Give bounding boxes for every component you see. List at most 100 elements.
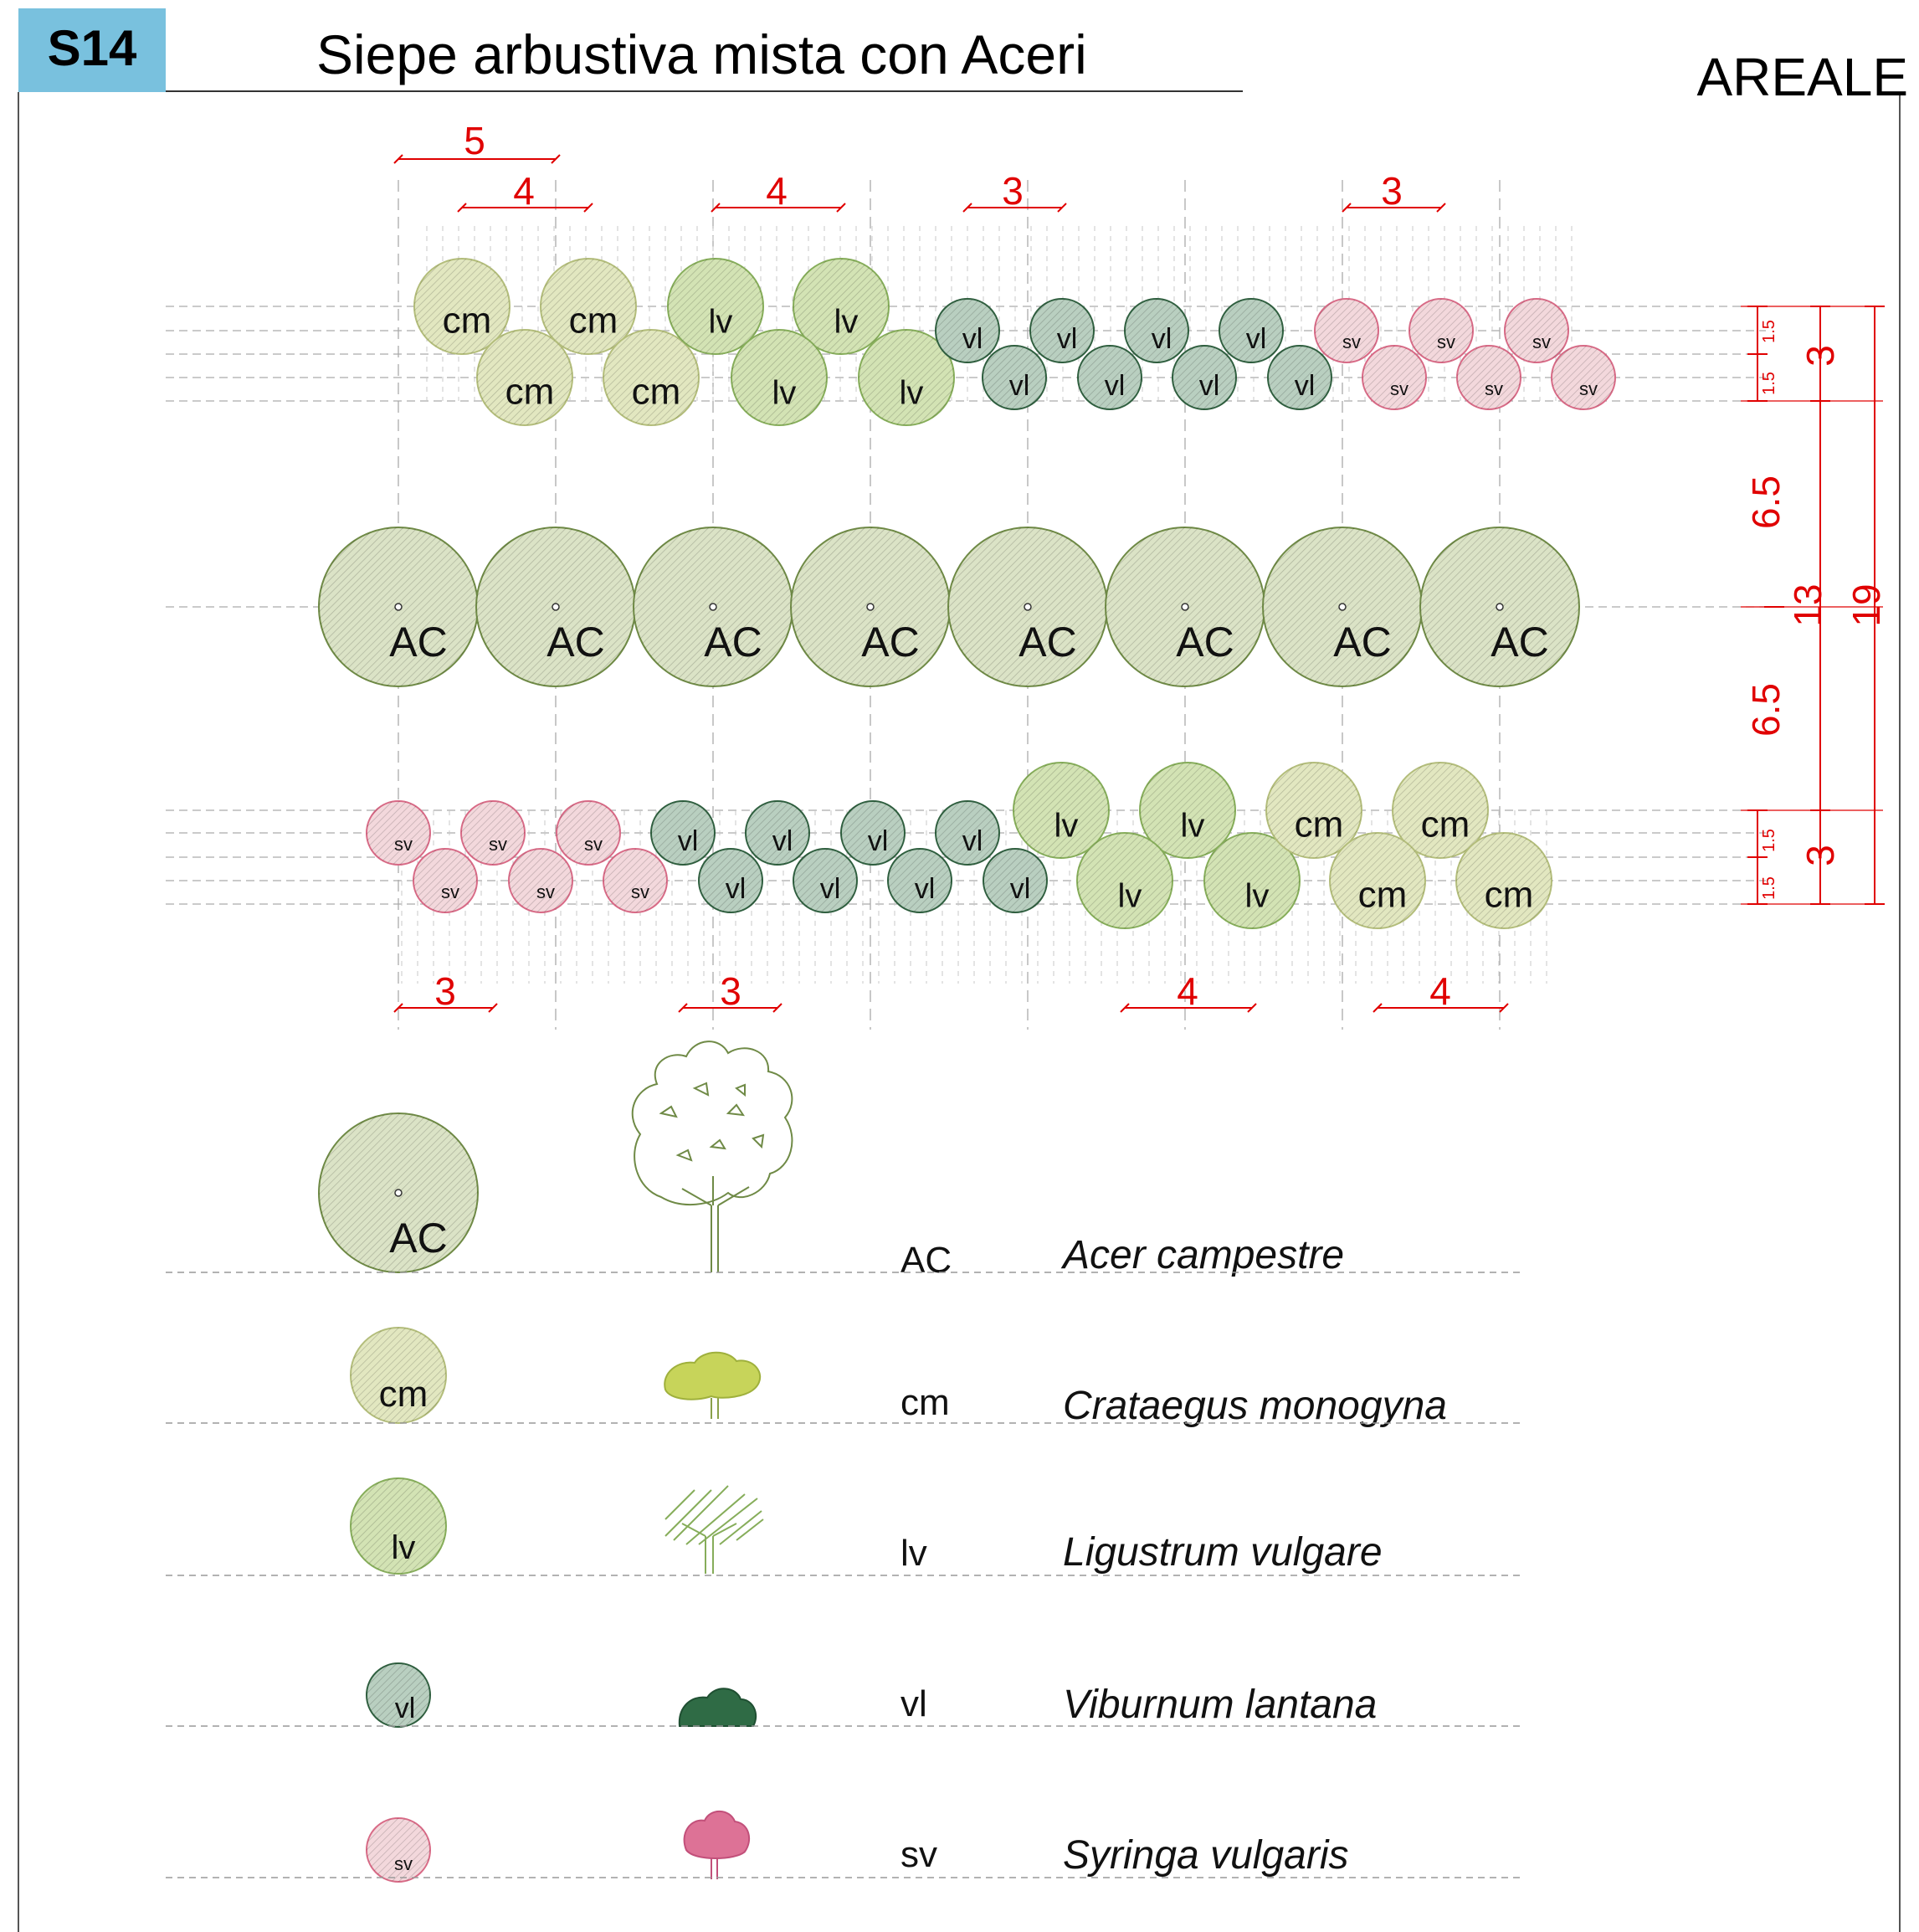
plant-label: lv [1054, 807, 1079, 844]
dimension-tick [1499, 1003, 1509, 1013]
plant-crown-hatch [1315, 299, 1378, 362]
tree-elevation-icon [631, 1041, 793, 1272]
plant-crown-hatch [603, 330, 699, 425]
dimension-tick [1247, 1003, 1257, 1013]
plant-label: vl [1295, 370, 1316, 402]
plant-label: AC [861, 619, 919, 665]
plant-label: cm [1421, 804, 1470, 845]
plant-crown-hatch [888, 849, 952, 912]
plant-vl: vl [1077, 345, 1142, 410]
legend-symbol-label-cm: cm [379, 1374, 428, 1415]
plant-label: sv [1579, 378, 1598, 399]
dimension-tick [393, 1003, 403, 1013]
plant-crown-hatch [1505, 299, 1568, 362]
plant-crown-hatch [731, 330, 827, 425]
plant-label: sv [536, 881, 555, 902]
plant-label: vl [1246, 323, 1267, 355]
plant-label: lv [772, 374, 797, 411]
plant-label: lv [900, 374, 924, 411]
horizontal-dimensions: 5 4 4 3 3 3 3 4 4 [434, 119, 1451, 1013]
trunk-center-mark [394, 603, 403, 611]
dim-bottom-row-width: 3 [1798, 845, 1842, 866]
plant-crown-hatch [936, 299, 999, 362]
plant-label: sv [1485, 378, 1503, 399]
legend-symbol-label-sv: sv [394, 1853, 413, 1874]
legend-row-lv: lv lv Ligustrum vulgare [166, 1477, 1523, 1576]
plant-sv: sv [460, 800, 526, 866]
plant-cm: cm [540, 258, 637, 355]
plant-vl: vl [745, 800, 810, 866]
plant-crown-hatch [1266, 763, 1362, 858]
plant-label: AC [1333, 619, 1391, 665]
plant-crown-hatch [1078, 346, 1142, 409]
legend-symbol-label-ac: AC [389, 1215, 447, 1261]
dimension-tick [1373, 1003, 1383, 1013]
plant-crown-hatch [859, 330, 954, 425]
dim-top-sv-spacing: 3 [1381, 169, 1403, 213]
plant-vl: vl [935, 298, 1000, 363]
dimension-tick [1057, 203, 1067, 213]
plant-label: vl [772, 825, 793, 857]
plant-label: vl [868, 825, 889, 857]
dimension-tick [711, 203, 721, 213]
dimension-tick [1342, 203, 1352, 213]
plant-label: cm [1485, 874, 1534, 915]
legend-symbol-hatch [351, 1478, 446, 1574]
plant-label: vl [820, 873, 841, 905]
plant-crown-hatch [983, 849, 1047, 912]
legend-symbol-label-vl: vl [395, 1693, 416, 1724]
dim-top-cm-spacing: 4 [513, 169, 535, 213]
plant-label: cm [1358, 874, 1408, 915]
plant-sv: sv [366, 800, 431, 866]
plant-sv: sv [413, 848, 478, 913]
legend-code-cm: cm [900, 1382, 950, 1423]
plant-label: sv [1532, 331, 1551, 352]
plant-crown-hatch [541, 259, 636, 354]
plant-label: cm [569, 300, 618, 341]
plant-label: sv [1342, 331, 1361, 352]
plant-label: sv [584, 834, 603, 855]
plant-crown-hatch [1013, 763, 1109, 858]
plant-label: sv [394, 834, 413, 855]
trunk-center-mark [1181, 603, 1189, 611]
plant-vl: vl [983, 848, 1048, 913]
plant-vl: vl [840, 800, 906, 866]
plant-sv: sv [1551, 345, 1616, 410]
dim-gap-bottom: 6.5 [1744, 683, 1788, 737]
dim-bottom-cm-spacing: 4 [1429, 969, 1451, 1013]
plant-vl: vl [887, 848, 952, 913]
plant-vl: vl [1124, 298, 1189, 363]
plant-AC: AC [790, 527, 951, 687]
plant-AC: AC [318, 527, 479, 687]
plant-crown-hatch [1140, 763, 1235, 858]
plant-sv: sv [1408, 298, 1474, 363]
plant-cm: cm [603, 329, 700, 426]
plant-AC: AC [947, 527, 1108, 687]
plant-cm: cm [476, 329, 573, 426]
plant-label: vl [1152, 323, 1172, 355]
legend-name-cm: Crataegus monogyna [1063, 1384, 1447, 1428]
plant-label: cm [505, 371, 555, 412]
plant-lv: lv [858, 329, 955, 426]
dim-top-vl-spacing: 3 [1002, 169, 1024, 213]
page-title: Siepe arbustiva mista con Aceri [316, 23, 1087, 85]
plant-crown-hatch [413, 849, 477, 912]
header: S14 Siepe arbustiva mista con Aceri AREA… [18, 8, 1908, 107]
plant-cm: cm [1329, 832, 1426, 929]
plant-crown-hatch [651, 801, 715, 865]
trunk-center-mark [1338, 603, 1347, 611]
dim-bottom-offset-2: 1.5 [1760, 876, 1778, 900]
plant-label: vl [1009, 370, 1030, 402]
legend-name-vl: Viburnum lantana [1063, 1683, 1377, 1727]
plant-label: sv [1390, 378, 1408, 399]
plant-label: sv [631, 881, 649, 902]
plant-crown-hatch [699, 849, 762, 912]
legend-symbol-label-lv: lv [392, 1529, 416, 1566]
plant-crown-hatch [1125, 299, 1188, 362]
section-label: AREALE [1696, 47, 1908, 107]
plant-crown-hatch [793, 259, 889, 354]
hawthorn-elevation-icon [664, 1351, 762, 1419]
legend-code-ac: AC [900, 1240, 952, 1281]
plant-crown-hatch [1457, 346, 1521, 409]
